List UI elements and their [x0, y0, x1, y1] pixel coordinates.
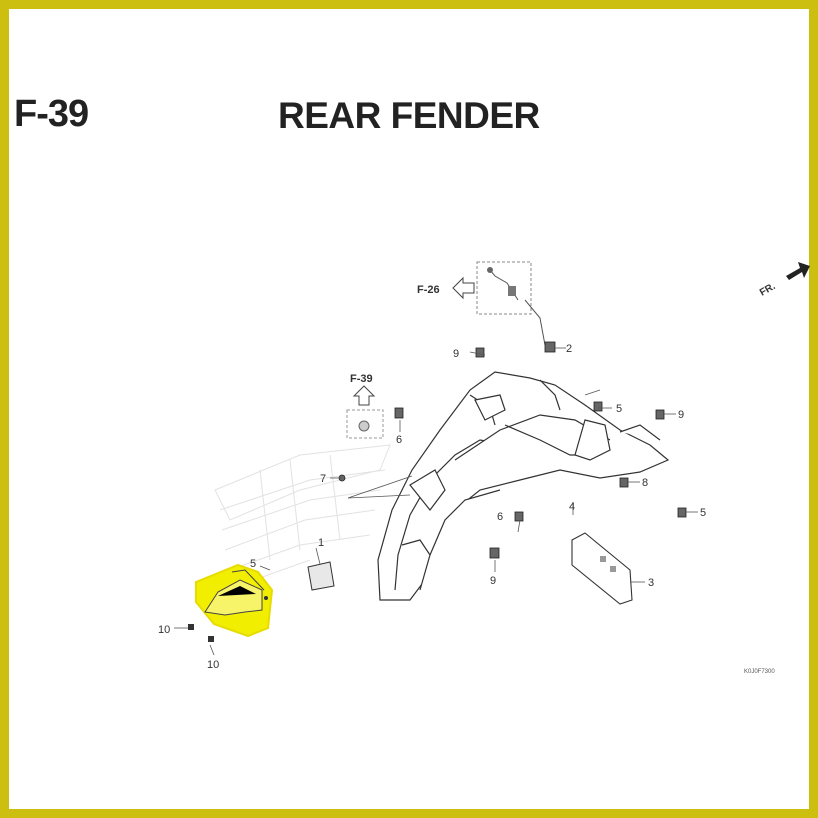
front-label: FR.: [758, 281, 778, 299]
leader-lines: [174, 347, 698, 656]
f39-ref-label: F-39: [350, 373, 373, 385]
callout-5: 5: [616, 403, 622, 415]
nut-icon: [655, 409, 665, 420]
callout-1: 1: [318, 537, 324, 549]
bolts: [188, 624, 214, 642]
callout-5: 5: [700, 507, 706, 519]
nut-icon: [514, 511, 524, 522]
bolt-icon: [208, 636, 214, 642]
nut-icon: [677, 507, 687, 518]
f26-ref-label: F-26: [417, 284, 440, 296]
callout-10: 10: [158, 624, 170, 636]
callout-9: 9: [678, 409, 684, 421]
callout-9: 9: [453, 348, 459, 360]
rear-fender-part: [377, 371, 670, 601]
connector-icon: [508, 286, 516, 296]
plate-part: [307, 561, 335, 591]
nut-icon: [475, 347, 485, 358]
nut-icon: [619, 477, 629, 488]
f26-reference: F-26: [417, 261, 546, 346]
ghost-frame: [214, 444, 391, 586]
bolt-icon: [188, 624, 194, 630]
callout-3: 3: [648, 577, 654, 589]
callout-4: 4: [569, 501, 575, 513]
nut-icon: [394, 407, 404, 419]
front-direction: FR.: [758, 262, 810, 299]
callout-10: 10: [207, 659, 219, 671]
highlighted-part: [195, 563, 274, 638]
panel-part: [571, 532, 633, 605]
callout-2: 2: [566, 343, 572, 355]
f26-dashed-box: [476, 261, 532, 315]
front-arrow-icon: [786, 262, 810, 280]
callout-6: 6: [497, 511, 503, 523]
nut-icon: [593, 401, 603, 412]
section-code: F-39: [14, 93, 89, 135]
page-title: REAR FENDER: [278, 95, 540, 136]
callouts: 2 9 6 7 5 9 8 5 4 6 9 3 1 5 10 10 K0J0F7…: [158, 343, 775, 675]
f39-reference: F-39: [346, 373, 384, 439]
callout-5: 5: [250, 558, 256, 570]
nut-icon: [489, 547, 500, 559]
up-arrow-icon: [352, 385, 376, 406]
grommets: [338, 341, 687, 559]
drawing-code: K0J0F7300: [744, 669, 775, 675]
callout-6: 6: [396, 434, 402, 446]
clip-icon: [487, 267, 493, 273]
grommet-icon: [358, 420, 370, 432]
nut-icon: [544, 341, 556, 353]
callout-8: 8: [642, 477, 648, 489]
callout-7: 7: [320, 473, 326, 485]
left-arrow-icon: [452, 276, 475, 300]
callout-9: 9: [490, 575, 496, 587]
